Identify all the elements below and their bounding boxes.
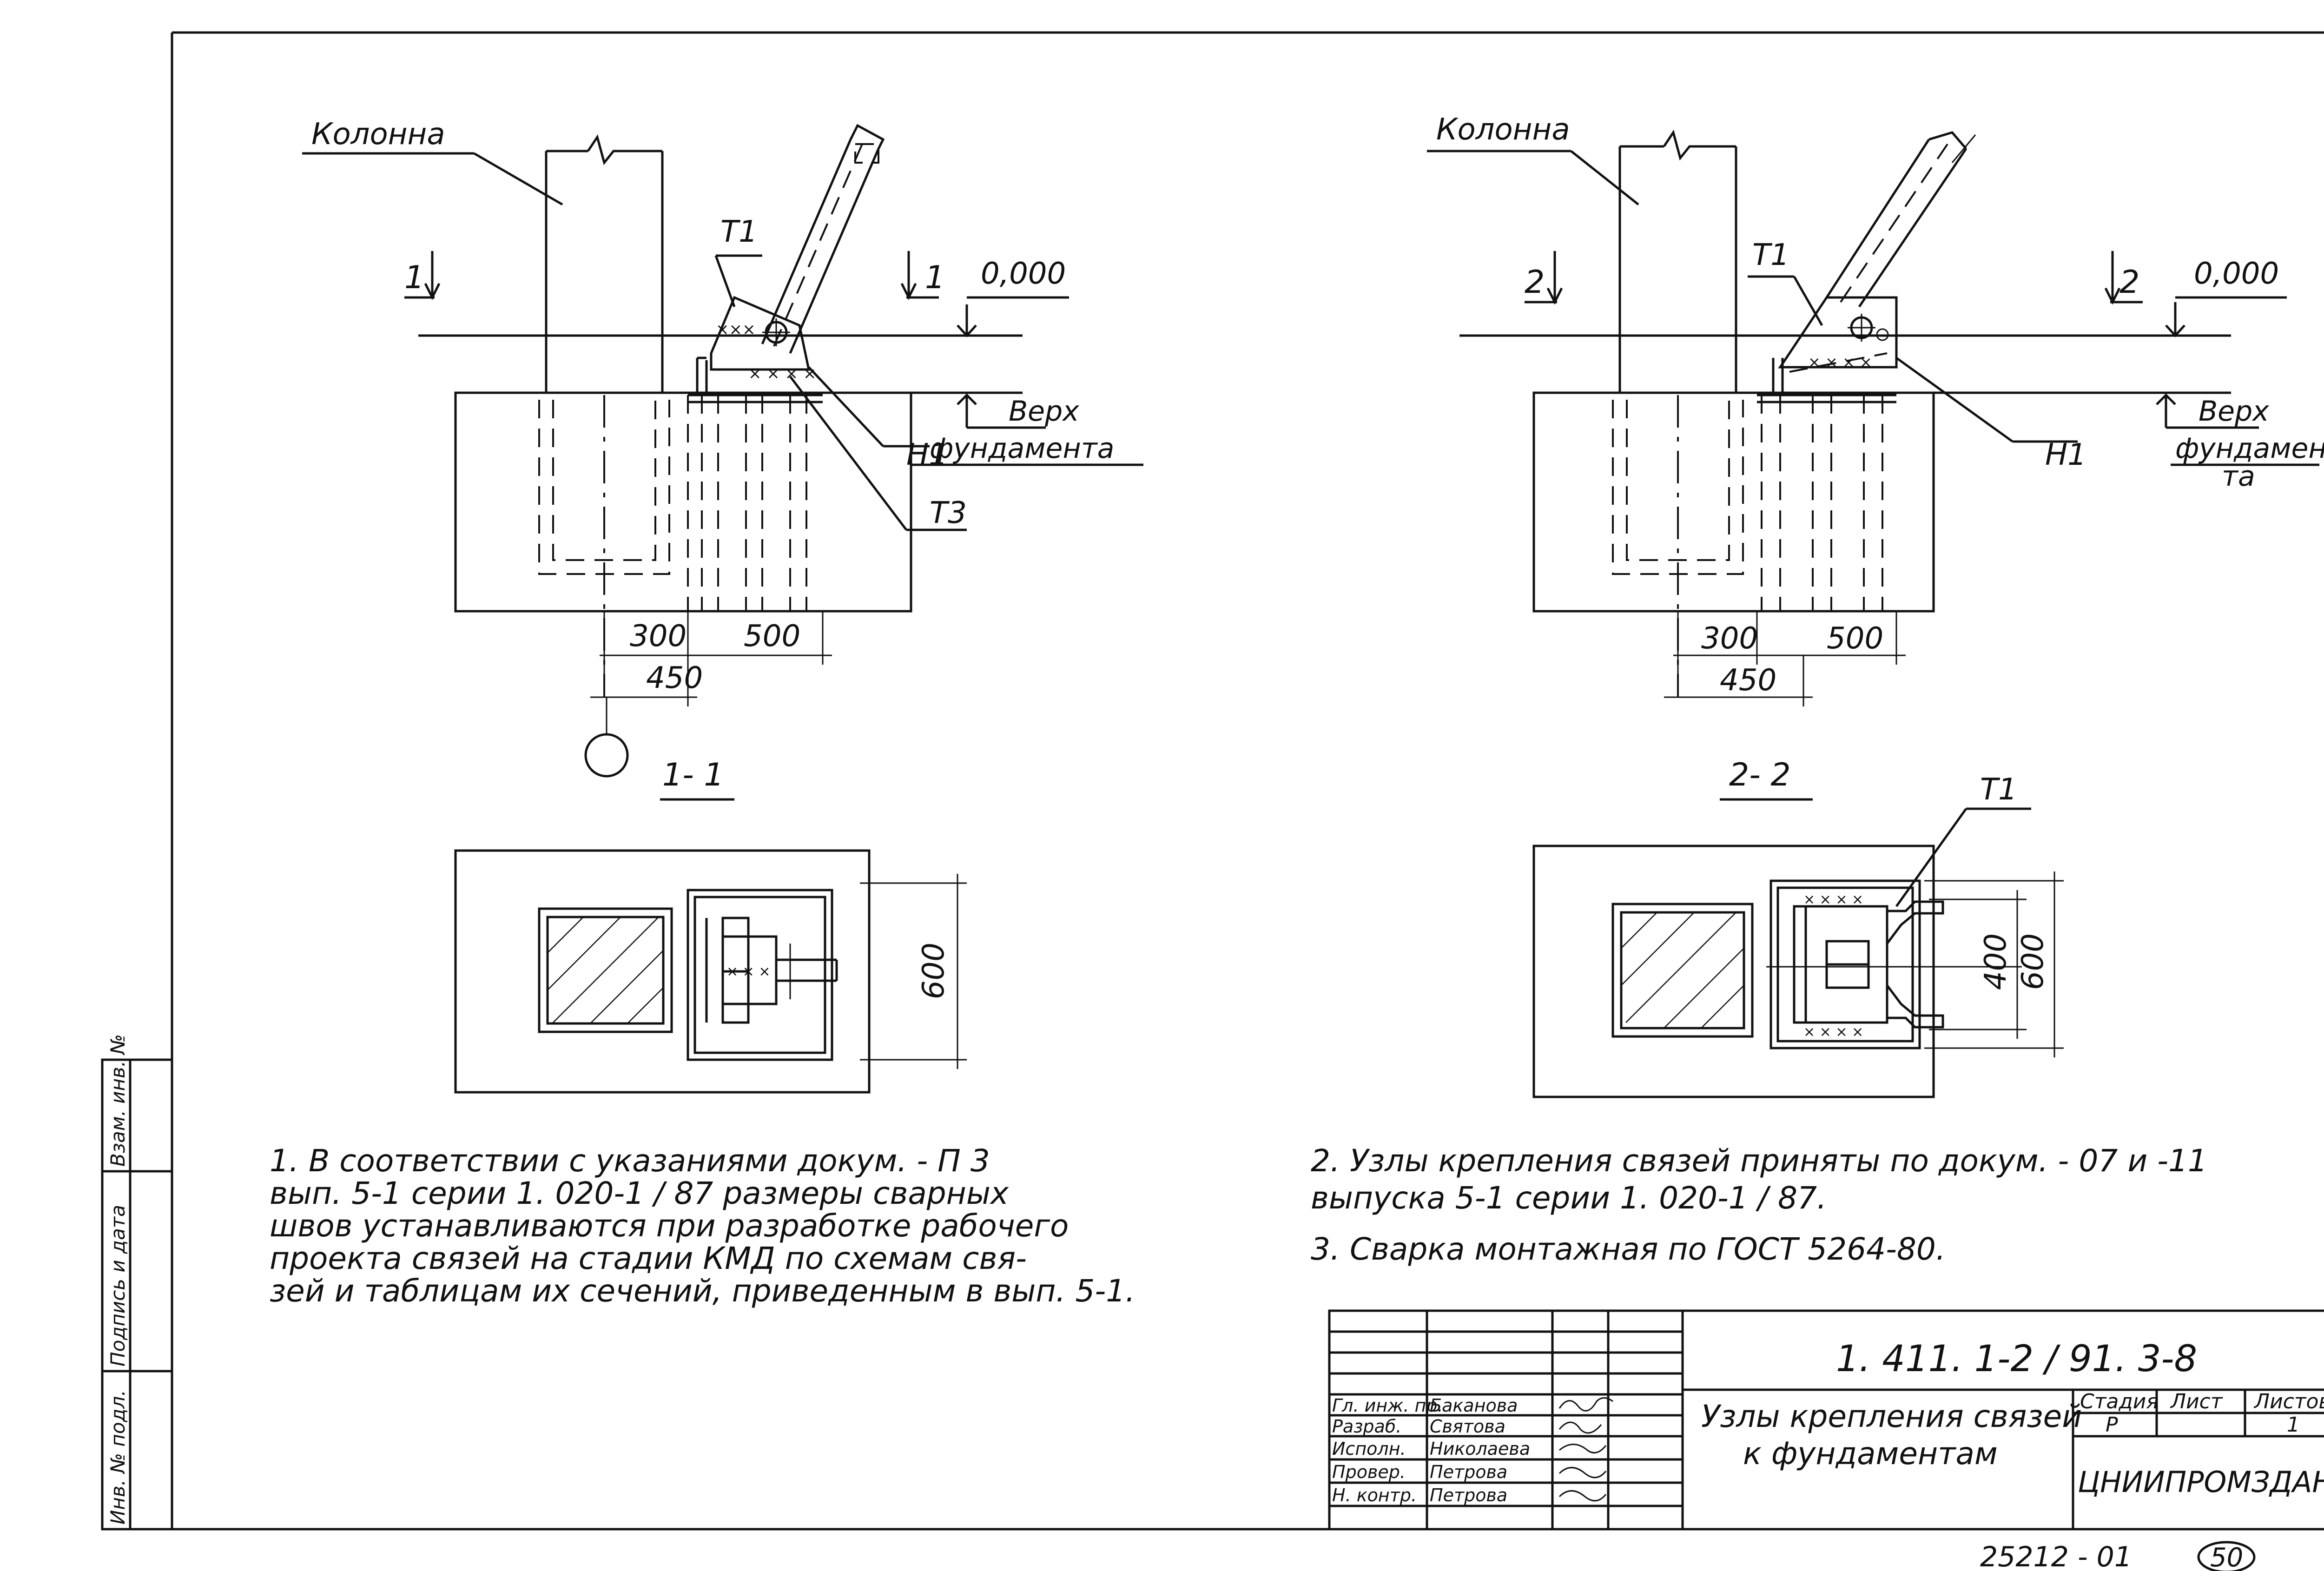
note-2-line-1: 2. Узлы крепления связей приняты по доку… — [1311, 1143, 2207, 1179]
left-elevation: ××× × × × × 1 1 Колонна Т1 0,000 Верх фу… — [302, 117, 1143, 778]
sheets-value: 1 — [2287, 1413, 2300, 1437]
right-foundation-label-2: фундамен- — [2175, 432, 2324, 465]
sheets-header: Листов — [2253, 1390, 2324, 1413]
gusset-plate: ××× × × × × — [696, 296, 816, 393]
right-foundation-label-1: Верх — [2199, 395, 2269, 428]
inclined-brace — [761, 124, 885, 354]
section-1-1-dim-600: 600 — [917, 943, 951, 999]
document-code: 1. 411. 1-2 / 91. 3-8 — [1836, 1338, 2197, 1380]
role-1: Гл. инж. пр. — [1332, 1395, 1443, 1416]
right-node-h1-label: Н1 — [2045, 438, 2086, 472]
right-elevation: × × × × 2 2 Колонна Т1 0,000 Верх фундам… — [1427, 112, 2324, 706]
left-weld-t3-label: Т3 — [930, 496, 967, 530]
name-4: Петрова — [1430, 1462, 1507, 1482]
circled-number: 50 — [2210, 1543, 2243, 1571]
note-2-line-2: выпуска 5-1 серии 1. 020-1 / 87. — [1311, 1180, 1827, 1216]
name-3: Николаева — [1430, 1439, 1530, 1459]
axis-marker-circle — [584, 733, 629, 778]
right-level-value: 0,000 — [2194, 257, 2279, 291]
left-column-label: Колонна — [311, 117, 445, 152]
left-foundation-label-2: фундамента — [930, 432, 1114, 465]
circled-number-ring — [2197, 1541, 2256, 1571]
right-inclined-brace — [1825, 131, 1976, 308]
role-4: Провер. — [1332, 1462, 1406, 1482]
note-1-line-1: 1. В соответствии с указаниями докум. - … — [270, 1143, 990, 1179]
right-dim-500: 500 — [1827, 621, 1883, 656]
role-5: Н. контр. — [1332, 1485, 1417, 1505]
drawing-title-1: Узлы крепления связей — [1701, 1399, 2082, 1434]
sheet-header: Лист — [2170, 1390, 2223, 1413]
svg-text:× × × ×: × × × × — [1803, 891, 1863, 908]
side-stamp-sign: Подпись и дата — [106, 1205, 129, 1366]
right-section-mark-b: 2 — [2119, 264, 2139, 301]
section-2-2-dim-600: 600 — [2016, 933, 2050, 990]
note-3: 3. Сварка монтажная по ГОСТ 5264-80. — [1311, 1231, 1946, 1267]
left-dim-450: 450 — [646, 661, 703, 695]
right-section-mark-a: 2 — [1525, 264, 1545, 301]
title-block: 1. 411. 1-2 / 91. 3-8 Узлы крепления свя… — [1328, 1309, 2324, 1531]
notes: 1. В соответствии с указаниями докум. - … — [270, 1143, 2207, 1309]
right-dim-300: 300 — [1701, 621, 1758, 656]
side-stamp-replace: Взам. инв. № — [106, 1034, 129, 1167]
right-dim-450: 450 — [1720, 663, 1776, 698]
svg-text:× × ×: × × × — [726, 964, 770, 980]
note-1-line-5: зей и таблицам их сечений, приведенным в… — [270, 1273, 1135, 1309]
left-level-value: 0,000 — [981, 257, 1066, 291]
stage-value: Р — [2106, 1413, 2118, 1437]
left-dim-500: 500 — [744, 619, 800, 653]
section-1-1-title: 1- 1 — [662, 757, 724, 793]
signatures — [1558, 1397, 1613, 1502]
note-1-line-2: вып. 5-1 серии 1. 020-1 / 87 размеры сва… — [270, 1175, 1009, 1211]
section-2-2: 2- 2 Т1 × × × × × × × × — [1532, 757, 2064, 1098]
concrete-hatch-2 — [1621, 912, 1744, 1029]
side-stamp: Инв. № подл. Подпись и дата Взам. инв. № — [101, 1034, 173, 1531]
organization: ЦНИИПРОМЗДАНИЙ — [2078, 1465, 2324, 1499]
role-2: Разраб. — [1332, 1416, 1401, 1437]
section-1-1: 1- 1 × × × 600 — [454, 757, 967, 1094]
left-section-mark-b: 1 — [925, 259, 945, 296]
left-foundation-label-1: Верх — [1009, 395, 1079, 428]
section-2-2-title: 2- 2 — [1729, 757, 1791, 793]
left-weld-t1-label: Т1 — [720, 215, 758, 249]
right-anchor-bolts — [1757, 394, 1896, 611]
right-gusset-plate: × × × × — [1772, 296, 1898, 393]
left-dim-300: 300 — [630, 619, 687, 653]
name-5: Петрова — [1430, 1485, 1507, 1505]
concrete-hatch-1 — [547, 917, 664, 1024]
name-2: Святова — [1430, 1416, 1505, 1437]
side-stamp-inv: Инв. № подл. — [106, 1390, 129, 1525]
name-1: Баканова — [1430, 1395, 1518, 1416]
section-1-1-dim: 600 — [860, 874, 967, 1069]
right-dimensions: 300 500 450 — [1664, 611, 1906, 706]
stage-header: Стадия — [2080, 1390, 2159, 1413]
left-dimensions: 300 500 450 — [590, 611, 832, 706]
svg-text:× × × ×: × × × × — [748, 364, 816, 383]
svg-text:× × × ×: × × × × — [1808, 353, 1872, 371]
note-1-line-4: проекта связей на стадии КМД по схемам с… — [270, 1241, 1027, 1276]
left-section-mark-a: 1 — [404, 259, 424, 296]
note-1-line-3: швов устанавливаются при разработке рабо… — [270, 1208, 1069, 1244]
archive-number: 25212 - 01 — [1980, 1541, 2132, 1571]
section-2-2-weld-label: Т1 — [1980, 772, 2017, 807]
right-column-label: Колонна — [1436, 112, 1570, 147]
section-2-2-dim-400: 400 — [1979, 933, 2013, 990]
section-2-2-dims: 400 600 — [1924, 871, 2064, 1057]
right-weld-t1-label: Т1 — [1752, 238, 1789, 272]
left-node-h1-label: Н1 — [906, 438, 948, 472]
role-3: Исполн. — [1332, 1439, 1406, 1459]
anchor-bolts — [687, 394, 823, 611]
drawing-title-2: к фундаментам — [1743, 1436, 1998, 1472]
svg-text:× × × ×: × × × × — [1803, 1024, 1863, 1040]
